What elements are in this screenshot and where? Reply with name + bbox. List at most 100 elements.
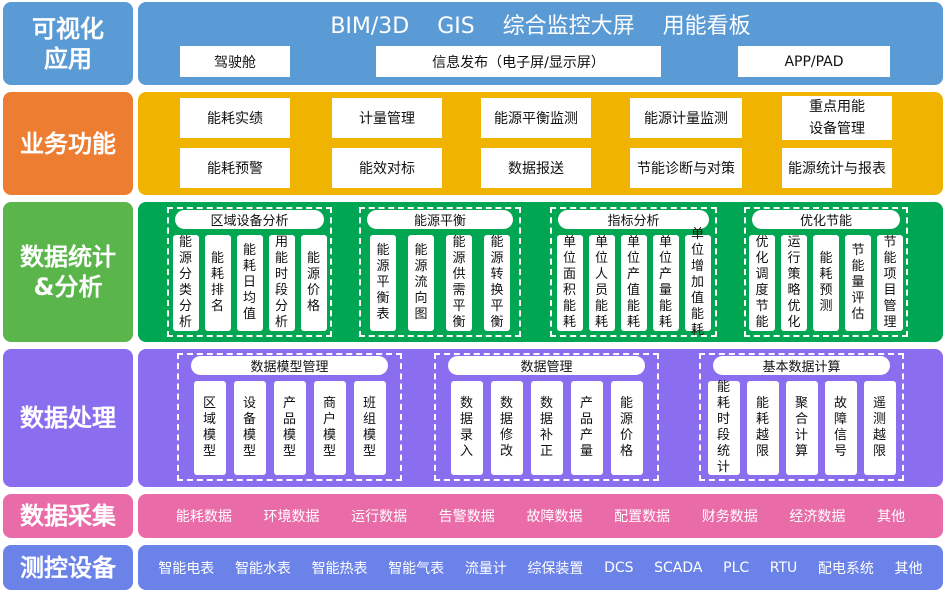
analysis-item-label: 产品产量 — [579, 396, 593, 459]
group-processing_layer-0 — [177, 353, 402, 481]
function-statistics-report[interactable]: 能源统计与报表 — [782, 148, 892, 188]
processing-layer-panel: 数据模型管理区域模型设备模型产品模型 商户模型 班组模型 数据管理数据录入 数据修改数据… — [138, 349, 943, 487]
analysis-item[interactable]: 单位面积能耗 — [556, 235, 583, 331]
group-processing_layer-1 — [434, 353, 659, 481]
analysis-item[interactable]: 数据修改 — [490, 381, 523, 475]
analysis-item[interactable]: 单位增加值能耗 — [684, 227, 711, 338]
collection-item: 环境数据 — [263, 509, 320, 525]
device-item: 智能水表 — [234, 560, 291, 577]
analysis-item[interactable]: 能源价格 — [610, 381, 643, 475]
analysis-item-label: 能源分类分析 — [178, 235, 192, 330]
analysis-item[interactable]: 产品模型 — [273, 381, 306, 475]
analysis-item[interactable]: 单位产量能耗 — [652, 235, 679, 331]
device-item: SCADA — [654, 559, 703, 576]
group-stats_layer-2 — [550, 207, 717, 337]
analysis-item-label: 故障信号 — [833, 396, 847, 459]
devices-layer-label: 测控设备 — [3, 545, 133, 590]
group-title: 区域设备分析 — [175, 210, 324, 229]
analysis-item[interactable]: 能耗日均值 — [236, 235, 263, 331]
app-layer-title: BIM/3D GIS 综合监控大屏 用能看板 — [330, 14, 751, 39]
group-title: 数据管理 — [448, 356, 645, 375]
analysis-item-label: 能源流向图 — [414, 243, 428, 322]
analysis-item[interactable]: 能源平衡表 — [370, 235, 396, 331]
analysis-item[interactable]: 用能时段分析 — [268, 235, 295, 331]
analysis-item[interactable]: 能耗排名 — [204, 235, 231, 331]
analysis-item[interactable]: 单位人员能耗 — [588, 235, 615, 331]
analysis-item[interactable]: 节能项目管理 — [877, 235, 903, 331]
analysis-item-label: 节能量评估 — [851, 243, 865, 322]
analysis-item[interactable]: 能源供需平衡 — [446, 235, 472, 331]
analysis-item[interactable]: 能源价格 — [300, 235, 327, 331]
analysis-item-label: 单位面积能耗 — [562, 235, 576, 330]
analysis-item-label: 单位增加值能耗 — [690, 227, 704, 338]
app-layer-panel: BIM/3D GIS 综合监控大屏 用能看板 驾驶舱 信息发布（电子屏/显示屏）… — [138, 2, 943, 85]
analysis-item-label: 能耗预测 — [819, 251, 833, 314]
app-pad-button[interactable]: APP/PAD — [738, 46, 890, 77]
group-title: 数据模型管理 — [191, 356, 388, 375]
analysis-item-label: 能耗时段统计 — [716, 380, 730, 475]
group-stats_layer-1 — [359, 207, 521, 337]
collection-item: 能耗数据 — [175, 509, 232, 525]
analysis-item[interactable]: 区域模型 — [193, 381, 226, 475]
analysis-item[interactable]: 单位产值能耗 — [620, 235, 647, 331]
function-data-report[interactable]: 数据报送 — [481, 148, 591, 188]
analysis-item-label: 能耗越限 — [755, 396, 769, 459]
analysis-item[interactable]: 商户模型 — [313, 381, 346, 475]
collection-item: 运行数据 — [351, 509, 408, 525]
analysis-item[interactable]: 数据录入 — [450, 381, 483, 475]
analysis-item[interactable]: 能耗越限 — [746, 381, 779, 475]
function-energy-actual[interactable]: 能耗实绩 — [180, 98, 290, 138]
function-efficiency-benchmark[interactable]: 能效对标 — [332, 148, 442, 188]
info-release-button[interactable]: 信息发布（电子屏/显示屏） — [376, 46, 661, 77]
stats-layer-label: 数据统计 &分析 — [3, 202, 133, 342]
analysis-item-label: 单位产值能耗 — [626, 235, 640, 330]
analysis-item[interactable]: 聚合计算 — [785, 381, 818, 475]
function-key-equipment[interactable]: 重点用能 设备管理 — [782, 96, 892, 140]
group-title: 指标分析 — [558, 210, 709, 229]
analysis-item[interactable]: 运行策略优化 — [781, 235, 807, 331]
cockpit-button[interactable]: 驾驶舱 — [180, 46, 290, 77]
analysis-item[interactable]: 数据补正 — [530, 381, 563, 475]
analysis-item-label: 节能项目管理 — [883, 235, 897, 330]
analysis-item-label: 优化调度节能 — [755, 235, 769, 330]
business-layer-label: 业务功能 — [3, 92, 133, 195]
group-processing_layer-2 — [699, 353, 904, 481]
analysis-item-label: 能耗排名 — [210, 251, 224, 314]
function-saving-diagnosis[interactable]: 节能诊断与对策 — [630, 148, 742, 188]
analysis-item[interactable]: 能耗预测 — [813, 235, 839, 331]
analysis-item[interactable]: 节能量评估 — [845, 235, 871, 331]
collection-layer-panel: 能耗数据环境数据运行数据告警数据故障数据配置数据财务数据经济数据其他 — [138, 494, 943, 538]
analysis-item-label: 能源平衡表 — [376, 243, 390, 322]
function-metering-monitor[interactable]: 能源计量监测 — [630, 98, 742, 138]
stats-layer-panel: 区域设备分析能源分类分析能耗排名能耗日均值用能时段分析能源价格能源平衡能源平衡表… — [138, 202, 943, 342]
device-item: 其他 — [894, 560, 923, 577]
device-item: 综保装置 — [527, 560, 584, 577]
analysis-item[interactable]: 故障信号 — [824, 381, 857, 475]
analysis-item-label: 数据录入 — [459, 396, 473, 459]
analysis-item[interactable]: 班组模型 — [353, 381, 386, 475]
analysis-item[interactable]: 优化调度节能 — [749, 235, 775, 331]
collection-item: 故障数据 — [526, 509, 583, 525]
analysis-item[interactable]: 设备模型 — [233, 381, 266, 475]
function-energy-warning[interactable]: 能耗预警 — [180, 148, 290, 188]
collection-item: 配置数据 — [614, 509, 671, 525]
analysis-item[interactable]: 能源分类分析 — [172, 235, 199, 331]
analysis-item-label: 单位产量能耗 — [658, 235, 672, 330]
analysis-item[interactable]: 能源转换平衡 — [484, 235, 510, 331]
analysis-item-label: 用能时段分析 — [274, 235, 288, 330]
function-balance-monitor[interactable]: 能源平衡监测 — [481, 98, 591, 138]
analysis-item-label: 能源转换平衡 — [490, 235, 504, 330]
app-layer-label: 可视化 应用 — [3, 2, 133, 85]
analysis-item[interactable]: 能耗时段统计 — [707, 380, 740, 475]
analysis-item[interactable]: 遥测越限 — [863, 381, 896, 475]
function-metering-mgmt[interactable]: 计量管理 — [332, 98, 442, 138]
analysis-item[interactable]: 产品产量 — [570, 381, 603, 475]
group-stats_layer-3 — [744, 207, 908, 337]
device-item: 智能热表 — [311, 560, 368, 577]
analysis-item-label: 运行策略优化 — [787, 235, 801, 330]
analysis-item-label: 商户模型 — [322, 396, 336, 459]
analysis-item-label: 能耗日均值 — [242, 243, 256, 322]
device-item: RTU — [769, 559, 798, 576]
analysis-item[interactable]: 能源流向图 — [408, 235, 434, 331]
